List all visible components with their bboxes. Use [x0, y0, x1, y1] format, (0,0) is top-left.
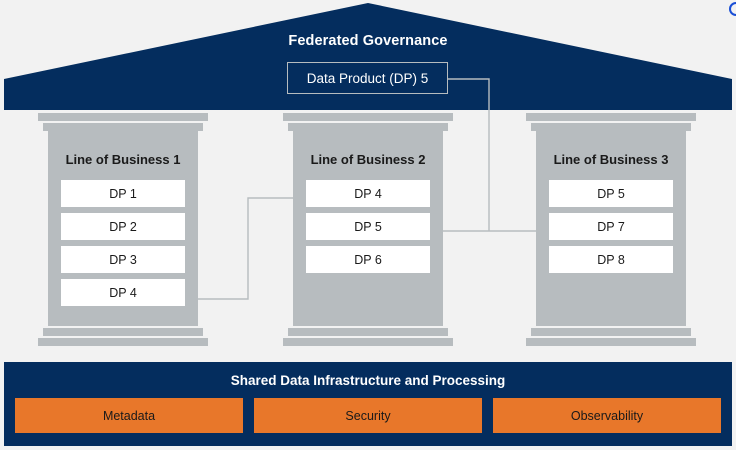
data-product-label: DP 4	[354, 186, 382, 201]
data-product-label: DP 1	[109, 186, 137, 201]
data-product-label: DP 2	[109, 219, 137, 234]
data-product-label: DP 6	[354, 252, 382, 267]
data-product-label: DP 5	[597, 186, 625, 201]
pillar-base-bottom	[38, 338, 208, 346]
capability-label: Observability	[570, 408, 644, 423]
data-product-label: DP 3	[109, 252, 137, 267]
pillar-capital-top	[283, 113, 453, 121]
pillar-capital-top	[38, 113, 208, 121]
pillar-title: Line of Business 2	[310, 152, 426, 167]
data-product-chip[interactable]: DP 8	[549, 246, 673, 273]
pillar-capital-top	[526, 113, 696, 121]
capability-chip-observability[interactable]: Observability	[493, 398, 721, 433]
pillar-body: Line of Business 3 DP 5 DP 7 DP 8	[536, 131, 686, 326]
data-product-list: DP 5 DP 7 DP 8	[536, 180, 686, 273]
capability-list: Metadata Security Observability	[4, 388, 732, 433]
pillar-line-of-business-3: Line of Business 3 DP 5 DP 7 DP 8	[526, 113, 696, 346]
data-product-label: DP 5	[354, 219, 382, 234]
data-product-chip[interactable]: DP 7	[549, 213, 673, 240]
pillar-base-mid	[43, 328, 203, 336]
data-product-list: DP 1 DP 2 DP 3 DP 4	[48, 180, 198, 306]
pillar-base-mid	[531, 328, 691, 336]
data-product-chip[interactable]: DP 3	[61, 246, 185, 273]
data-product-chip[interactable]: DP 4	[61, 279, 185, 306]
pillar-body: Line of Business 1 DP 1 DP 2 DP 3 DP 4	[48, 131, 198, 326]
data-product-chip[interactable]: DP 5	[549, 180, 673, 207]
data-product-label: DP 4	[109, 285, 137, 300]
shared-infrastructure-platform: Shared Data Infrastructure and Processin…	[4, 362, 732, 446]
data-product-chip[interactable]: DP 2	[61, 213, 185, 240]
pillar-base-mid	[288, 328, 448, 336]
platform-title: Shared Data Infrastructure and Processin…	[230, 373, 506, 388]
pillar-title: Line of Business 1	[65, 152, 181, 167]
capability-chip-security[interactable]: Security	[254, 398, 482, 433]
data-product-label: DP 7	[597, 219, 625, 234]
pillar-capital-mid	[43, 123, 203, 131]
circle-icon	[729, 2, 736, 16]
pillar-line-of-business-1: Line of Business 1 DP 1 DP 2 DP 3 DP 4	[38, 113, 208, 346]
page-title: Federated Governance	[288, 33, 448, 49]
pillar-base-bottom	[283, 338, 453, 346]
data-product-chip[interactable]: DP 5	[306, 213, 430, 240]
data-product-chip[interactable]: DP 1	[61, 180, 185, 207]
data-product-chip[interactable]: DP 6	[306, 246, 430, 273]
data-product-list: DP 4 DP 5 DP 6	[293, 180, 443, 273]
pillar-body: Line of Business 2 DP 4 DP 5 DP 6	[293, 131, 443, 326]
capability-label: Security	[345, 408, 391, 423]
pillar-base-bottom	[526, 338, 696, 346]
featured-data-product-box[interactable]: Data Product (DP) 5	[287, 62, 448, 94]
capability-label: Metadata	[102, 408, 156, 423]
pediment-roof	[4, 3, 732, 110]
pillar-capital-mid	[531, 123, 691, 131]
capability-chip-metadata[interactable]: Metadata	[15, 398, 243, 433]
pillar-capital-mid	[288, 123, 448, 131]
pillar-title: Line of Business 3	[553, 152, 669, 167]
data-product-label: DP 8	[597, 252, 625, 267]
pillar-line-of-business-2: Line of Business 2 DP 4 DP 5 DP 6	[283, 113, 453, 346]
data-product-chip[interactable]: DP 4	[306, 180, 430, 207]
featured-data-product-label: Data Product (DP) 5	[306, 70, 429, 86]
